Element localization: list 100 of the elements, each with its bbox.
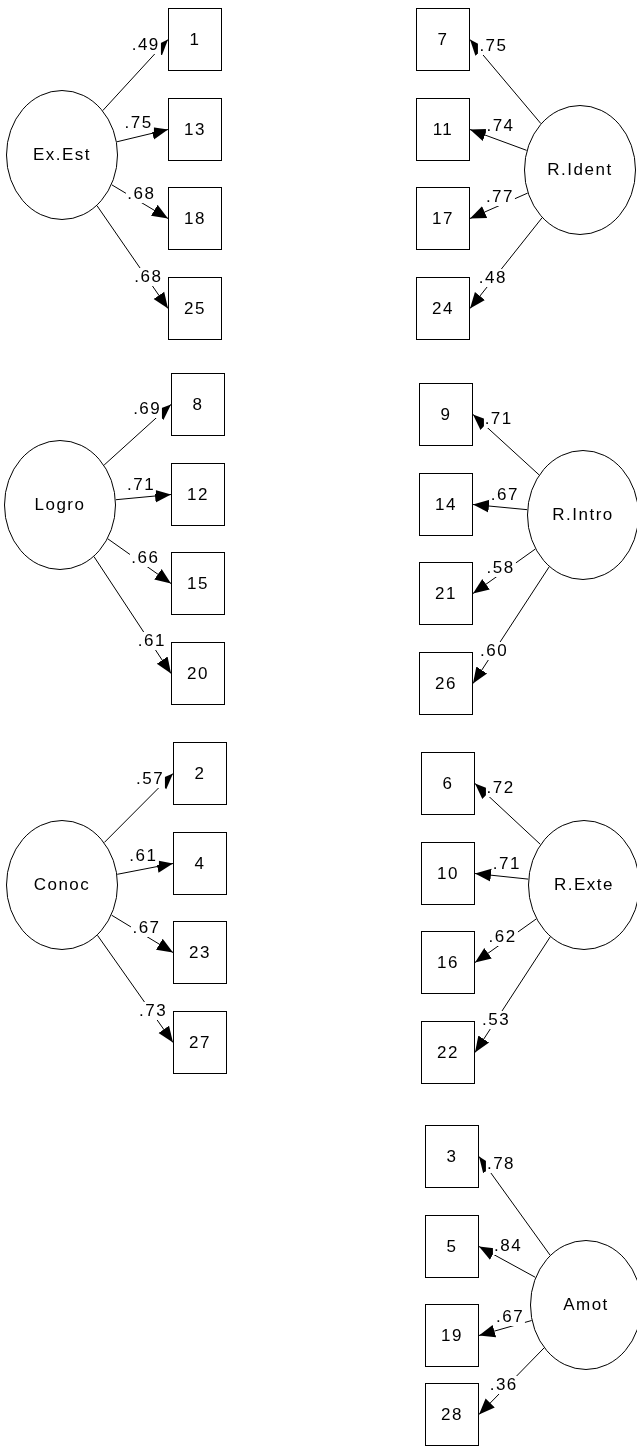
indicator-box <box>173 832 227 895</box>
node-label: 10 <box>437 863 459 884</box>
edge-label: .84 <box>493 1237 524 1255</box>
arrow <box>472 566 550 684</box>
indicator-box <box>421 931 475 994</box>
indicator-box <box>168 8 222 71</box>
node-label: 15 <box>187 573 209 594</box>
indicator-box <box>171 373 225 436</box>
node-label: 4 <box>194 853 206 874</box>
edge-label: .67 <box>131 919 162 937</box>
arrow <box>102 39 169 111</box>
edge-label: .72 <box>485 778 516 797</box>
indicator-box <box>416 98 470 161</box>
indicator-box <box>425 1383 479 1446</box>
edge-label: .66 <box>130 548 161 567</box>
indicator-box <box>421 842 475 905</box>
node-label: 8 <box>192 394 204 415</box>
edge-label: .68 <box>133 267 164 286</box>
arrow <box>103 773 174 843</box>
indicator-box <box>425 1125 479 1188</box>
node-label: 3 <box>446 1146 458 1167</box>
edge-label: .48 <box>477 268 508 287</box>
node-label: 23 <box>189 942 211 963</box>
latent-factor-ellipse <box>524 105 636 235</box>
edge-label: .71 <box>483 409 514 428</box>
node-label: R.Ident <box>547 160 613 180</box>
node-label: 22 <box>437 1042 459 1063</box>
indicator-box <box>419 473 473 536</box>
arrow <box>116 127 169 143</box>
node-label: Conoc <box>33 875 91 895</box>
edge-label: .75 <box>123 114 154 133</box>
latent-factor-ellipse <box>6 820 118 950</box>
edge-label: .74 <box>485 116 516 135</box>
edge-label: .67 <box>495 1307 526 1326</box>
edge-label: .62 <box>487 927 518 946</box>
node-label: 11 <box>432 119 454 140</box>
indicator-box <box>171 552 225 615</box>
node-label: 9 <box>440 404 452 425</box>
indicator-box <box>173 1011 227 1074</box>
node-label: 26 <box>435 673 457 694</box>
node-label: 27 <box>189 1032 211 1053</box>
indicator-box <box>416 187 470 250</box>
arrow <box>478 1156 551 1256</box>
node-label: 6 <box>442 773 454 794</box>
indicator-box <box>421 752 475 815</box>
edge-label: .61 <box>136 632 167 651</box>
indicator-box <box>168 187 222 250</box>
indicator-box <box>171 463 225 526</box>
edge-label: .49 <box>130 36 161 55</box>
arrow <box>469 39 542 125</box>
indicator-box <box>419 652 473 715</box>
indicator-box <box>419 562 473 625</box>
arrow <box>116 860 174 875</box>
node-label: 25 <box>184 298 206 319</box>
edge-label: .69 <box>132 399 163 418</box>
arrow <box>93 556 172 674</box>
node-label: R.Exte <box>554 875 614 895</box>
node-label: R.Intro <box>552 505 614 525</box>
indicator-box <box>416 277 470 340</box>
indicator-box <box>173 742 227 805</box>
node-label: 21 <box>435 583 457 604</box>
arrow <box>103 404 172 466</box>
edge-label: .58 <box>485 558 516 577</box>
arrow <box>472 414 540 476</box>
node-label: 1 <box>189 29 201 50</box>
arrow <box>469 129 528 151</box>
indicator-box <box>416 8 470 71</box>
arrow <box>478 1246 536 1278</box>
edge-label: .77 <box>484 187 515 206</box>
edge-label: .68 <box>126 185 157 204</box>
node-label: 28 <box>441 1404 463 1425</box>
arrow <box>474 783 541 845</box>
node-label: 18 <box>184 208 206 229</box>
node-label: 17 <box>432 208 454 229</box>
edge-label: .36 <box>488 1376 519 1395</box>
edge-label: .57 <box>135 769 166 788</box>
node-label: 5 <box>446 1236 458 1257</box>
node-label: Amot <box>563 1295 609 1315</box>
indicator-box <box>421 1021 475 1084</box>
node-label: 16 <box>437 952 459 973</box>
edge-label: .75 <box>478 36 509 55</box>
node-label: 20 <box>187 663 209 684</box>
node-label: Ex.Est <box>32 145 92 165</box>
edge-label: .71 <box>126 475 157 494</box>
indicator-box <box>419 383 473 446</box>
node-label: 12 <box>187 484 209 505</box>
indicator-box <box>171 642 225 705</box>
arrow <box>472 499 528 513</box>
indicator-box <box>168 277 222 340</box>
indicator-box <box>425 1304 479 1367</box>
arrow <box>115 489 172 503</box>
arrow <box>474 868 529 882</box>
node-label: Logro <box>34 495 86 515</box>
indicator-box <box>425 1215 479 1278</box>
node-label: 2 <box>194 763 206 784</box>
edge-label: .61 <box>128 847 159 866</box>
node-label: 19 <box>441 1325 463 1346</box>
node-label: 14 <box>435 494 457 515</box>
node-label: 24 <box>432 298 454 319</box>
node-label: 13 <box>184 119 206 140</box>
